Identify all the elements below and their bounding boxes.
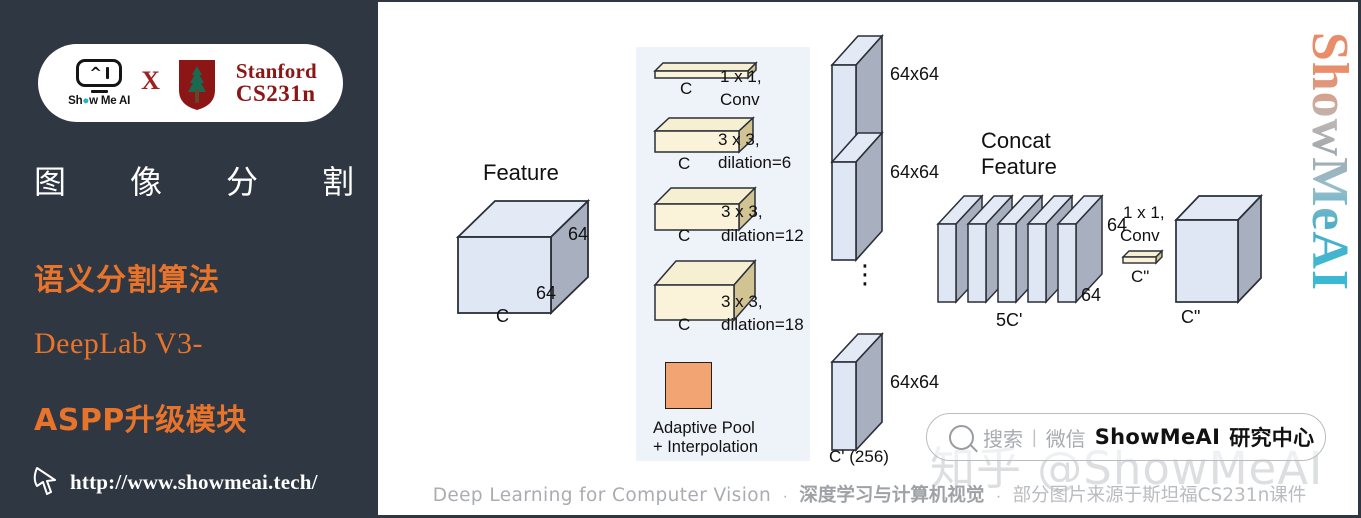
- aspp-branch-3-op-line1: 3 x 3,: [721, 292, 763, 311]
- concat-depth-label: 64: [1081, 285, 1102, 305]
- caption-chinese-bold: 深度学习与计算机视觉: [799, 485, 985, 506]
- final-conv-channel-label: C": [1131, 267, 1150, 286]
- feature-channel-label: C: [496, 306, 509, 326]
- wechat-account-cn: 研究中心: [1229, 426, 1315, 450]
- branch-output-slab-2: [830, 331, 884, 453]
- feature-depth-label: 64: [536, 283, 557, 303]
- subtitle-model: DeepLab V3-: [34, 327, 204, 360]
- robot-head-icon: ^: [76, 59, 123, 88]
- feature-cube: [455, 198, 591, 316]
- caption-chinese-light: 部分图片来源于斯坦福CS231n课件: [1012, 485, 1307, 506]
- aspp-branch-block-1: [653, 116, 755, 154]
- content-panel: Feature 64 64 C C 1 x 1, Conv: [378, 0, 1361, 518]
- aspp-branch-3-op-line2: dilation=18: [721, 315, 804, 334]
- showmeai-vertical-watermark: ShowMeAI: [1302, 31, 1359, 290]
- sidebar: ^ Sh●w Me AI X Stanford CS231n 图: [0, 0, 378, 518]
- website-row[interactable]: http://www.showmeai.tech/: [32, 465, 318, 499]
- title-char-0: 图: [34, 163, 67, 201]
- feature-height-label: 64: [568, 224, 589, 244]
- teal-dot: ●: [82, 94, 90, 107]
- output-cube-label: C": [1181, 307, 1201, 327]
- wechat-account-en: ShowMeAI: [1094, 425, 1221, 449]
- concat-feature-stack: [936, 194, 1104, 304]
- subtitle-module: ASPP升级模块: [34, 403, 247, 438]
- final-conv-block: [1121, 249, 1164, 265]
- branch-output-0-size: 64x64: [890, 64, 940, 84]
- output-cube: [1174, 193, 1263, 305]
- concat-channels-label: 5C': [996, 310, 1023, 330]
- stanford-tree-seal-icon: [171, 56, 223, 111]
- wechat-search-placeholder: 搜索: [983, 426, 1023, 451]
- branch-output-1-size: 64x64: [890, 162, 940, 182]
- adaptive-pool-label-line2: + Interpolation: [653, 438, 759, 456]
- concat-title-line1: Concat: [981, 128, 1051, 153]
- concat-title-line2: Feature: [981, 154, 1057, 179]
- aspp-branch-2-op-line2: dilation=12: [721, 226, 804, 245]
- concat-height-label: 64: [1107, 215, 1128, 235]
- stanford-course-label: Stanford CS231n: [235, 58, 317, 106]
- cross-symbol: X: [141, 66, 160, 95]
- aspp-branch-2-op-line1: 3 x 3,: [721, 202, 763, 221]
- wechat-channel-label: 微信: [1045, 426, 1086, 451]
- page-title: 图 像 分 割: [34, 157, 354, 203]
- branch-output-2-size: 64x64: [890, 372, 940, 392]
- bar-glyph: [105, 67, 109, 80]
- final-conv-op-line1: 1 x 1,: [1123, 203, 1165, 222]
- title-char-3: 割: [321, 163, 354, 201]
- branch-output-slab-1: [830, 130, 884, 263]
- aspp-branch-block-0: [653, 61, 758, 80]
- watermark-text: ShowMeAI: [1301, 31, 1359, 291]
- aspp-branch-1-channel: C: [678, 154, 691, 173]
- aspp-branch-0-op-line2: Conv: [720, 90, 760, 109]
- aspp-branch-block-3: [653, 259, 757, 322]
- final-conv-op-line2: Conv: [1120, 226, 1160, 245]
- stanford-line-2: CS231n: [235, 80, 316, 106]
- adaptive-pool-block: [665, 362, 712, 409]
- wechat-search-badge[interactable]: 搜索 | 微信 ShowMeAI 研究中心: [926, 413, 1326, 461]
- title-char-1: 像: [129, 163, 162, 201]
- wechat-separator: |: [1032, 426, 1037, 447]
- showmeai-wordmark: Sh●w Me AI: [68, 94, 131, 107]
- aspp-branch-1-op-line1: 3 x 3,: [718, 130, 760, 149]
- aspp-architecture-diagram: Feature 64 64 C C 1 x 1, Conv: [378, 2, 1361, 495]
- website-url[interactable]: http://www.showmeai.tech/: [70, 469, 318, 494]
- title-char-2: 分: [225, 163, 258, 201]
- footer-caption: Deep Learning for Computer Vision · 深度学习…: [378, 481, 1361, 507]
- showmeai-logo: ^ Sh●w Me AI: [64, 59, 134, 107]
- caption-english: Deep Learning for Computer Vision: [432, 485, 772, 506]
- stanford-line-1: Stanford: [235, 58, 317, 83]
- magnifier-icon: [949, 424, 974, 450]
- subtitle-topic: 语义分割算法: [34, 263, 220, 298]
- caret-glyph: ^: [89, 63, 102, 82]
- aspp-branch-block-2: [653, 186, 757, 232]
- adaptive-pool-label-line1: Adaptive Pool: [653, 419, 755, 437]
- branch-channels-label: C' (256): [829, 447, 889, 466]
- brand-badge: ^ Sh●w Me AI X Stanford CS231n: [38, 44, 343, 122]
- aspp-branch-2-channel: C: [678, 226, 691, 245]
- feature-block-label: Feature: [483, 160, 559, 185]
- robot-neck-icon: [90, 89, 108, 93]
- aspp-branch-0-channel: C: [680, 79, 693, 98]
- aspp-branch-3-channel: C: [678, 315, 691, 334]
- caption-dot-1: ·: [782, 488, 788, 505]
- caption-dot-2: ·: [995, 488, 1002, 505]
- vertical-ellipsis: ⋮: [852, 259, 878, 289]
- aspp-branch-1-op-line2: dilation=6: [718, 153, 792, 172]
- mouse-pointer-icon: [33, 467, 56, 495]
- aspp-branch-0-op-line1: 1 x 1,: [720, 67, 762, 86]
